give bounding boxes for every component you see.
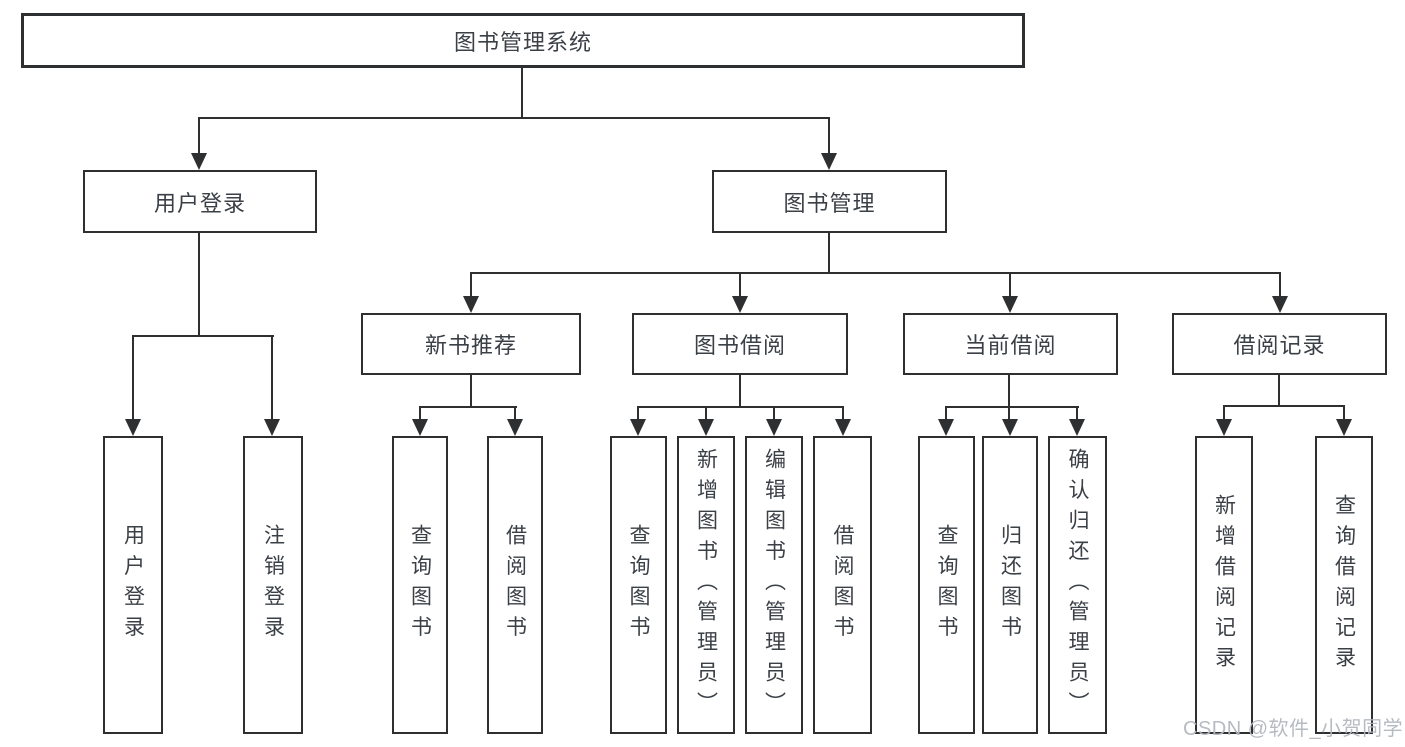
node-label: 图书管理 <box>783 190 876 216</box>
leaf-label: 查询图书 <box>627 524 650 646</box>
watermark: CSDN @软件_小贺同学 <box>1183 718 1404 740</box>
arrowhead-down-icon <box>766 419 782 436</box>
arrowhead-down-icon <box>732 296 748 313</box>
node-new-book-recommend: 新书推荐 <box>361 313 581 375</box>
connector-line <box>1279 272 1281 298</box>
connector-line <box>1076 406 1078 420</box>
leaf-borrow-books-recommend: 借阅图书 <box>487 436 543 734</box>
arrowhead-down-icon <box>821 153 837 170</box>
connector-line <box>198 117 830 119</box>
leaf-label: 新增借阅记录 <box>1212 493 1236 677</box>
node-book-borrowing: 图书借阅 <box>632 313 848 375</box>
connector-line <box>1008 375 1010 406</box>
connector-line <box>637 406 844 408</box>
arrowhead-down-icon <box>1069 419 1085 436</box>
leaf-add-borrow-record: 新增借阅记录 <box>1195 436 1253 734</box>
connector-line <box>739 272 741 298</box>
connector-line <box>521 67 523 117</box>
node-user-login: 用户登录 <box>83 170 317 233</box>
leaf-query-books-recommend: 查询图书 <box>392 436 448 734</box>
connector-line <box>1278 375 1280 405</box>
node-label: 借阅记录 <box>1233 333 1326 358</box>
connector-line <box>739 375 741 406</box>
arrowhead-down-icon <box>835 419 851 436</box>
leaf-label: 用户登录 <box>121 524 145 646</box>
connector-line <box>419 406 517 408</box>
arrowhead-down-icon <box>698 419 714 436</box>
arrowhead-down-icon <box>630 419 646 436</box>
leaf-label: 借阅图书 <box>831 524 854 646</box>
arrowhead-down-icon <box>1002 296 1018 313</box>
arrowhead-down-icon <box>1216 419 1232 436</box>
connector-line <box>828 117 830 157</box>
leaf-query-borrow-record: 查询借阅记录 <box>1315 436 1373 734</box>
node-label: 当前借阅 <box>964 333 1057 358</box>
connector-line <box>1343 405 1345 420</box>
connector-line <box>945 406 947 420</box>
leaf-return-books: 归还图书 <box>982 436 1038 734</box>
arrowhead-down-icon <box>1336 419 1352 436</box>
leaf-label: 查询借阅记录 <box>1332 493 1356 677</box>
node-label: 图书管理系统 <box>453 29 592 55</box>
leaf-label: 新增图书（管理员） <box>694 447 718 723</box>
connector-line <box>773 406 775 420</box>
arrowhead-down-icon <box>938 419 954 436</box>
node-current-borrowing: 当前借阅 <box>903 313 1118 375</box>
arrowhead-down-icon <box>1272 296 1288 313</box>
connector-line <box>198 117 200 157</box>
arrowhead-down-icon <box>463 296 479 313</box>
node-label: 用户登录 <box>153 190 246 216</box>
connector-line <box>637 406 639 420</box>
connector-line <box>514 406 516 420</box>
connector-line <box>1009 272 1011 298</box>
arrowhead-down-icon <box>412 419 428 436</box>
connector-line <box>198 233 200 335</box>
leaf-confirm-return-admin: 确认归还（管理员） <box>1048 436 1107 734</box>
node-label: 图书借阅 <box>693 333 786 358</box>
node-book-management: 图书管理 <box>712 170 947 233</box>
connector-line <box>271 335 273 421</box>
connector-line <box>1008 406 1010 420</box>
connector-line <box>419 406 421 420</box>
connector-line <box>828 233 830 272</box>
connector-line <box>842 406 844 420</box>
node-borrowing-records: 借阅记录 <box>1172 313 1387 375</box>
leaf-label: 查询图书 <box>935 524 958 646</box>
node-label: 新书推荐 <box>424 333 517 358</box>
connector-line <box>470 272 472 298</box>
leaf-label: 归还图书 <box>998 524 1022 646</box>
leaf-query-books-borrow: 查询图书 <box>610 436 667 734</box>
connector-line <box>1223 405 1225 420</box>
leaf-logout: 注销登录 <box>243 436 303 734</box>
leaf-query-books-current: 查询图书 <box>918 436 975 734</box>
node-library-management-system: 图书管理系统 <box>21 13 1025 68</box>
leaf-add-books-admin: 新增图书（管理员） <box>677 436 735 734</box>
leaf-label: 注销登录 <box>261 524 285 646</box>
connector-line <box>132 335 134 421</box>
arrowhead-down-icon <box>1002 419 1018 436</box>
connector-line <box>470 272 1281 274</box>
leaf-label: 编辑图书（管理员） <box>762 447 786 723</box>
arrowhead-down-icon <box>191 153 207 170</box>
arrowhead-down-icon <box>507 419 523 436</box>
connector-line <box>132 335 274 337</box>
leaf-label: 查询图书 <box>408 524 432 646</box>
connector-line <box>470 375 472 406</box>
leaf-label: 确认归还（管理员） <box>1066 447 1089 723</box>
leaf-user-login: 用户登录 <box>103 436 163 734</box>
connector-line <box>1223 405 1345 407</box>
connector-line <box>705 406 707 420</box>
leaf-borrow-books: 借阅图书 <box>813 436 872 734</box>
leaf-label: 借阅图书 <box>503 524 527 646</box>
leaf-edit-books-admin: 编辑图书（管理员） <box>745 436 803 734</box>
arrowhead-down-icon <box>125 419 141 436</box>
arrowhead-down-icon <box>264 419 280 436</box>
connector-line <box>945 406 1079 408</box>
